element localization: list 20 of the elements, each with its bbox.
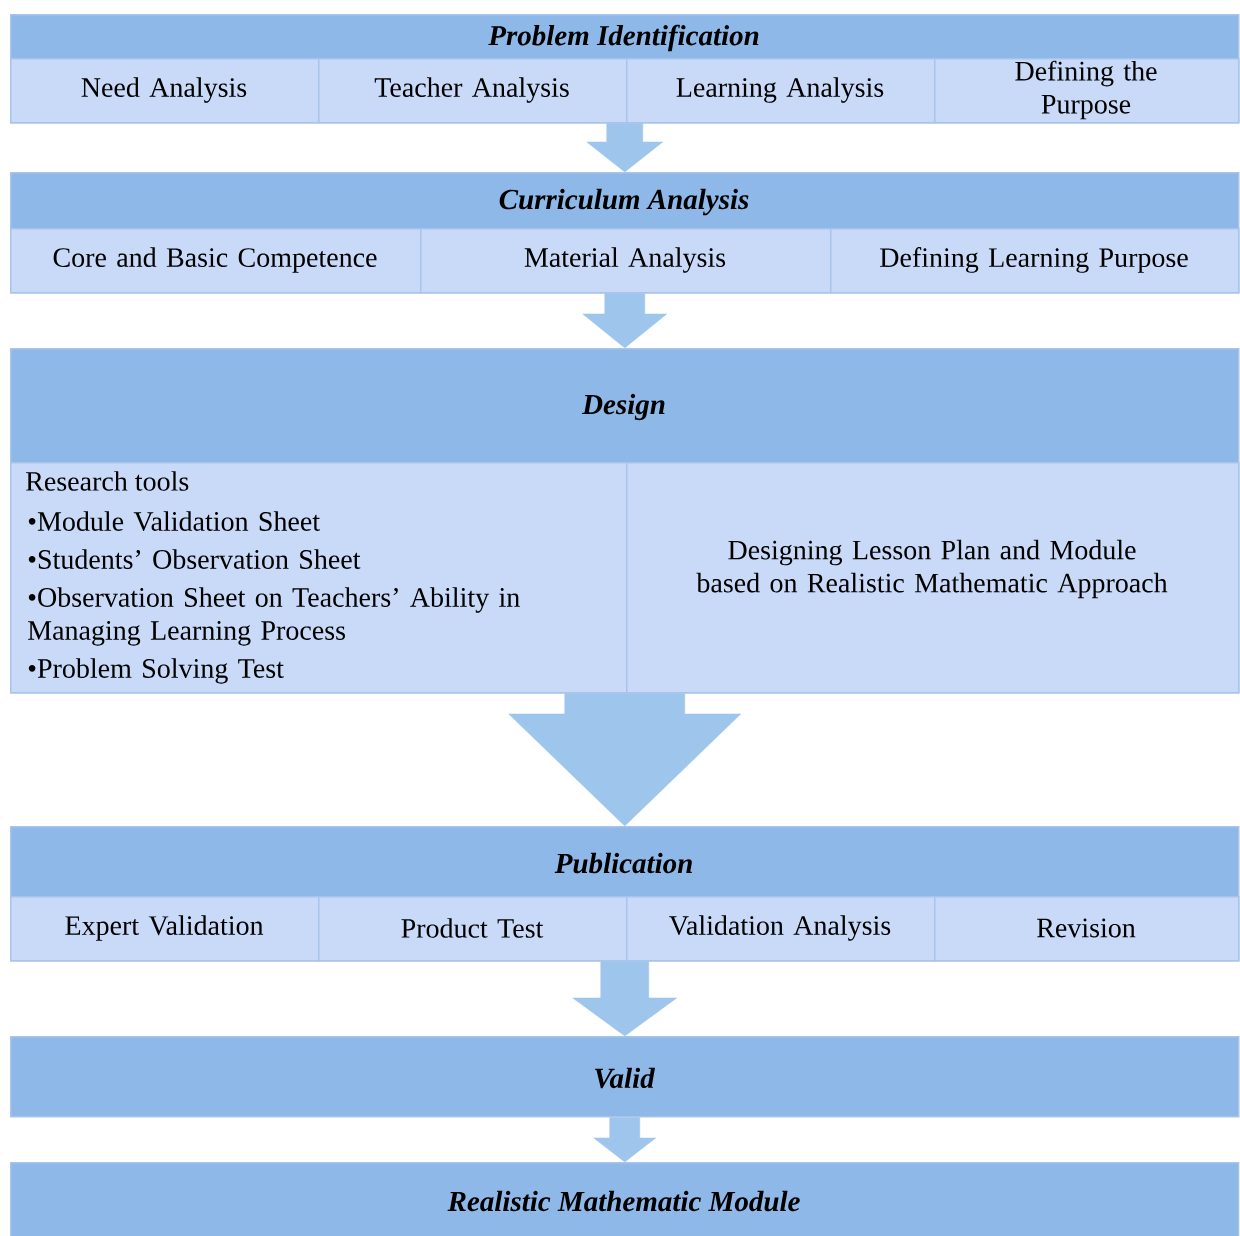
block-arrow xyxy=(508,693,741,827)
sub-box: Revision xyxy=(934,896,1240,962)
header-band: Valid xyxy=(10,1036,1240,1118)
block-arrow xyxy=(572,961,677,1037)
sub-box: Validation Analysis xyxy=(626,896,936,962)
sub-box: Core and Basic Competence xyxy=(10,228,422,294)
sub-box: Material Analysis xyxy=(420,228,832,294)
sub-box: Expert Validation xyxy=(10,896,320,962)
sub-box: Teacher Analysis xyxy=(318,58,628,124)
sub-box: Product Test xyxy=(318,896,628,962)
sub-box: Defining the Purpose xyxy=(934,58,1240,124)
sub-box: Need Analysis xyxy=(10,58,320,124)
sub-box: Learning Analysis xyxy=(626,58,936,124)
header-band: Realistic Mathematic Module xyxy=(10,1162,1240,1236)
block-arrow xyxy=(593,1117,656,1163)
block-arrow xyxy=(582,293,667,349)
sub-box: Designing Lesson Plan and Module based on Realistic Mathematic Approach xyxy=(626,462,1240,694)
sub-box: Research tools •Module Validation Sheet •Students’ Observation Sheet •Observation Sheet on Teachers’ Ability in Managing Learning Process •Problem Solving Test xyxy=(10,462,628,694)
sub-box: Defining Learning Purpose xyxy=(830,228,1240,294)
block-arrow xyxy=(586,123,663,173)
